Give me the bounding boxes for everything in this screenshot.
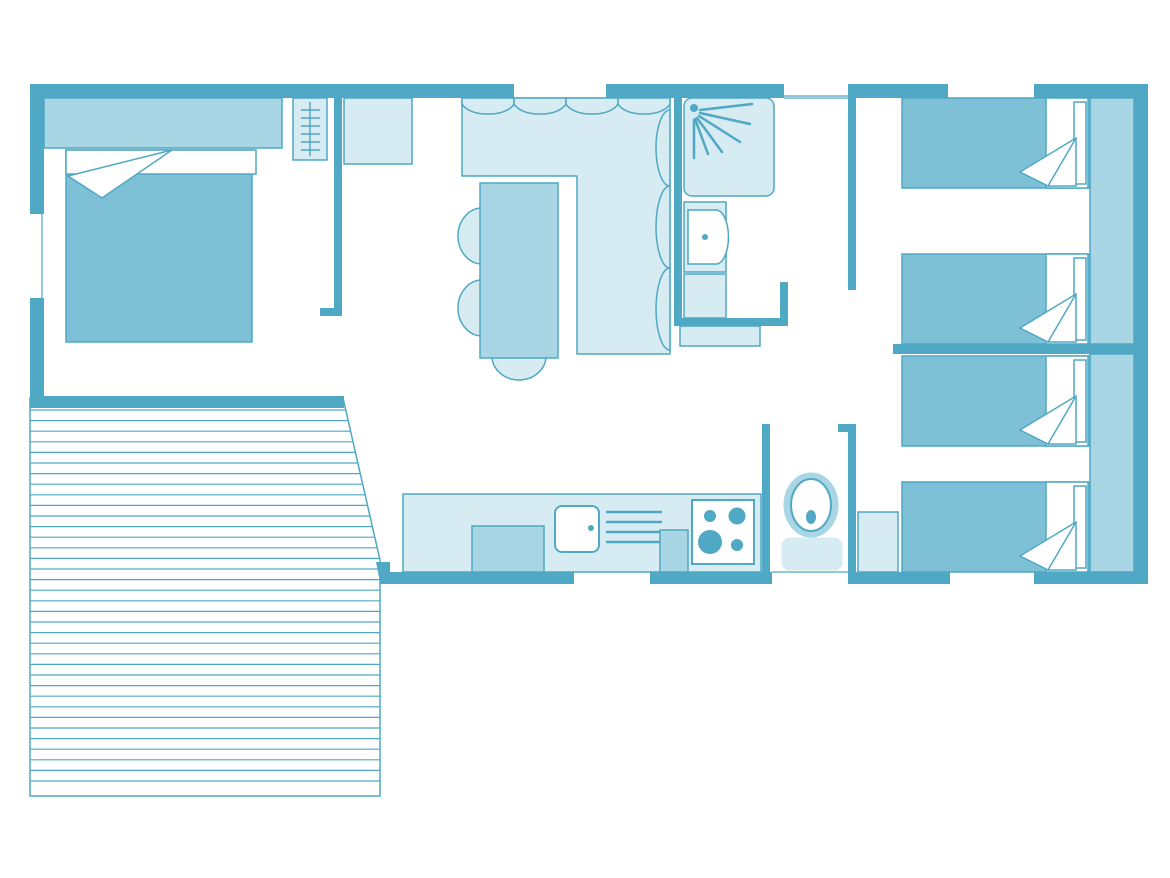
- shower-tray: [683, 97, 775, 197]
- wall-wc-left: [762, 424, 770, 584]
- double-bed-blanket-fold: [66, 149, 173, 199]
- wall-bedroom-partition: [334, 98, 342, 316]
- walls: [30, 84, 1148, 584]
- wall-right: [1134, 84, 1148, 584]
- living-dining: [343, 97, 671, 381]
- single-bed-fold-crease: [1047, 395, 1077, 445]
- wall-top-left: [30, 84, 514, 98]
- windows: [41, 95, 848, 573]
- terrace: [29, 397, 390, 797]
- radiator-fins: [301, 102, 320, 156]
- wall-twin-room-left-upper: [848, 84, 856, 290]
- wall-left-upper: [30, 84, 44, 214]
- wall-bottom-right-b: [1034, 572, 1148, 584]
- single-bed: [901, 355, 1091, 447]
- single-bed: [901, 253, 1091, 345]
- storage-cabinet: [343, 97, 413, 165]
- shower-head-icon: [690, 102, 754, 160]
- burner-small-2: [731, 539, 743, 551]
- bathroom-cabinet: [683, 273, 727, 319]
- headboard-shelf: [43, 97, 283, 149]
- master-bedroom: [43, 97, 328, 343]
- single-beds: [901, 97, 1091, 573]
- washbasin-bowl: [687, 209, 730, 265]
- sofa-cushions: [461, 97, 671, 351]
- sink-drain-icon: [588, 525, 594, 531]
- wall-twin-room-left-lower: [848, 424, 856, 584]
- single-bed: [901, 481, 1091, 573]
- wall-bedroom-partition-foot: [320, 308, 342, 316]
- terrace-deck: [29, 397, 381, 797]
- wall-twin-room-left-lower-cap: [838, 424, 856, 432]
- kitchen-sink: [554, 505, 600, 553]
- washbasin-drain-icon: [702, 234, 708, 240]
- wall-bottom-middle: [650, 572, 772, 584]
- burner-large: [698, 530, 722, 554]
- kitchen: [402, 493, 762, 573]
- hob-burners: [698, 507, 746, 554]
- chair-2: [457, 279, 483, 337]
- wall-left-lower: [30, 298, 44, 408]
- wall-bathroom-bottom: [674, 318, 788, 326]
- wardrobe-upper: [1089, 97, 1135, 345]
- twin-bedrooms: [857, 97, 1135, 573]
- wall-top-right-b: [1034, 84, 1148, 98]
- wall-bathroom-right-stub: [780, 282, 788, 326]
- burner-medium: [728, 507, 746, 525]
- wc: [781, 472, 843, 571]
- bathroom: [679, 97, 775, 347]
- toilet-bowl: [790, 478, 832, 532]
- terrace-deck-boards: [30, 409, 380, 782]
- single-bed-fold-crease: [1047, 293, 1077, 343]
- single-bed: [901, 97, 1091, 189]
- wall-twin-room-divider: [893, 344, 1148, 354]
- bathroom-shelf: [679, 325, 761, 347]
- wall-top-right-a: [848, 84, 948, 98]
- wardrobe-lower: [1089, 353, 1135, 573]
- burner-small-1: [704, 510, 716, 522]
- dining-chairs: [457, 207, 547, 381]
- wall-bottom-right-a: [848, 572, 950, 584]
- wall-top-middle: [606, 84, 784, 98]
- wall-bathroom-left: [674, 98, 682, 326]
- hob: [691, 499, 755, 565]
- wall-bottom-kitchen: [380, 572, 574, 584]
- wall-bedroom-bottom: [30, 396, 344, 408]
- chair-3: [491, 355, 547, 381]
- chair-1: [457, 207, 483, 265]
- kitchen-small-cabinet: [659, 529, 689, 573]
- single-bed-fold-crease: [1047, 137, 1077, 187]
- sink-drainer: [606, 510, 662, 544]
- single-bed-fold-crease: [1047, 521, 1077, 571]
- toilet-drain-icon: [806, 510, 816, 524]
- toilet-cistern: [781, 537, 843, 571]
- kitchen-cabinet: [471, 525, 545, 573]
- dining-table: [479, 182, 559, 359]
- bedroom-cabinet: [857, 511, 899, 573]
